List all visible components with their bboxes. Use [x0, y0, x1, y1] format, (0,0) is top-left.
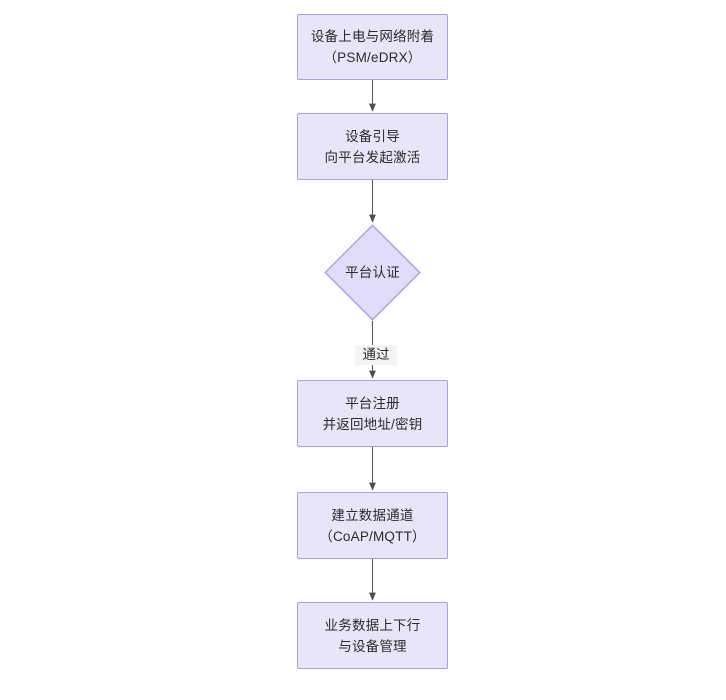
node-business-data-label: 业务数据上下行 与设备管理 [324, 617, 421, 654]
node-bootstrap[interactable]: 设备引导 向平台发起激活 [297, 113, 448, 180]
node-platform-auth[interactable]: 平台认证 [324, 224, 421, 321]
node-platform-register[interactable]: 平台注册 并返回地址/密钥 [297, 380, 448, 447]
node-power-on-label: 设备上电与网络附着 （PSM/eDRX） [310, 29, 435, 65]
edge-label-pass: 通过 [355, 345, 397, 365]
node-bootstrap-label: 设备引导 向平台发起激活 [324, 128, 421, 165]
node-data-channel-label: 建立数据通道 （CoAP/MQTT） [319, 507, 426, 544]
node-power-on[interactable]: 设备上电与网络附着 （PSM/eDRX） [297, 14, 448, 80]
node-platform-auth-label: 平台认证 [345, 265, 400, 280]
node-business-data[interactable]: 业务数据上下行 与设备管理 [297, 602, 448, 669]
node-data-channel[interactable]: 建立数据通道 （CoAP/MQTT） [297, 492, 448, 559]
node-platform-register-label: 平台注册 并返回地址/密钥 [322, 395, 423, 432]
diamond-shape-icon [324, 224, 421, 321]
edge-label-pass-text: 通过 [362, 347, 390, 362]
